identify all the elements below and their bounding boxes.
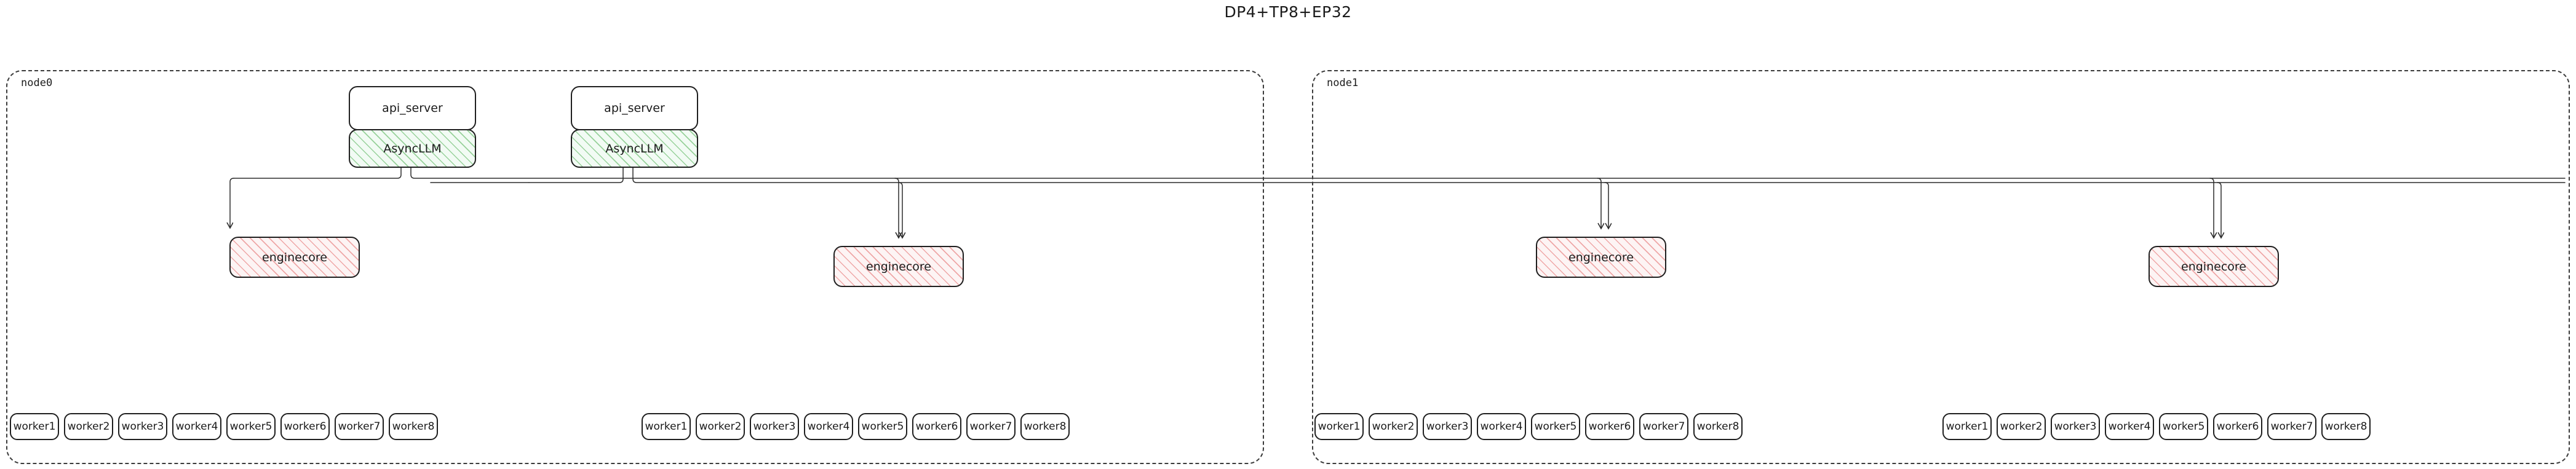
worker-box-n0-g1-7[interactable]: worker7	[966, 413, 1016, 440]
worker-box-n1-g1-5[interactable]: worker5	[2159, 413, 2208, 440]
worker-label: worker1	[1318, 420, 1361, 433]
worker-label: worker3	[753, 420, 796, 433]
worker-box-n1-g1-7[interactable]: worker7	[2267, 413, 2316, 440]
enginecore-box-0-0[interactable]: enginecore	[229, 237, 360, 278]
worker-label: worker4	[1480, 420, 1523, 433]
worker-box-n0-g1-5[interactable]: worker5	[858, 413, 907, 440]
worker-box-n1-g0-7[interactable]: worker7	[1639, 413, 1688, 440]
worker-box-n0-g1-6[interactable]: worker6	[912, 413, 961, 440]
worker-box-n0-g0-7[interactable]: worker7	[335, 413, 384, 440]
cluster-node0: node0	[6, 70, 1264, 464]
worker-box-n1-g0-8[interactable]: worker8	[1693, 413, 1743, 440]
worker-label: worker6	[284, 420, 327, 433]
api-server-box-0-1[interactable]: api_server	[571, 86, 698, 130]
api-server-label: api_server	[604, 101, 665, 115]
worker-box-n1-g1-1[interactable]: worker1	[1942, 413, 1992, 440]
worker-label: worker7	[1642, 420, 1685, 433]
worker-box-n1-g0-6[interactable]: worker6	[1585, 413, 1634, 440]
enginecore-label: enginecore	[2181, 259, 2246, 274]
worker-label: worker8	[1024, 420, 1067, 433]
diagram-title: DP4+TP8+EP32	[1224, 3, 1352, 21]
asyncllm-label: AsyncLLM	[605, 141, 664, 156]
worker-box-n1-g1-3[interactable]: worker3	[2051, 413, 2100, 440]
worker-label: worker2	[67, 420, 110, 433]
worker-box-n1-g0-1[interactable]: worker1	[1314, 413, 1364, 440]
worker-label: worker5	[2162, 420, 2205, 433]
enginecore-box-1-0[interactable]: enginecore	[1536, 237, 1666, 278]
worker-box-n1-g0-3[interactable]: worker3	[1423, 413, 1472, 440]
worker-label: worker8	[2324, 420, 2367, 433]
worker-label: worker5	[861, 420, 904, 433]
enginecore-label: enginecore	[262, 250, 327, 264]
worker-box-n0-g0-1[interactable]: worker1	[10, 413, 59, 440]
worker-box-n0-g1-2[interactable]: worker2	[696, 413, 745, 440]
cluster-label-node0: node0	[21, 77, 53, 89]
worker-box-n1-g0-5[interactable]: worker5	[1531, 413, 1580, 440]
worker-label: worker2	[2000, 420, 2043, 433]
worker-box-n1-g0-4[interactable]: worker4	[1477, 413, 1526, 440]
worker-box-n1-g1-6[interactable]: worker6	[2213, 413, 2262, 440]
worker-box-n0-g1-4[interactable]: worker4	[804, 413, 853, 440]
asyncllm-label: AsyncLLM	[383, 141, 442, 156]
worker-label: worker7	[338, 420, 381, 433]
enginecore-label: enginecore	[866, 259, 931, 274]
worker-box-n0-g0-5[interactable]: worker5	[226, 413, 276, 440]
api-server-box-0-0[interactable]: api_server	[349, 86, 476, 130]
worker-label: worker1	[1946, 420, 1989, 433]
worker-label: worker3	[121, 420, 164, 433]
worker-label: worker2	[1372, 420, 1415, 433]
worker-box-n1-g1-4[interactable]: worker4	[2105, 413, 2154, 440]
worker-box-n0-g1-3[interactable]: worker3	[750, 413, 799, 440]
worker-label: worker8	[392, 420, 435, 433]
worker-box-n0-g0-4[interactable]: worker4	[172, 413, 221, 440]
worker-label: worker5	[229, 420, 272, 433]
worker-label: worker3	[2054, 420, 2097, 433]
worker-label: worker8	[1696, 420, 1739, 433]
worker-label: worker1	[645, 420, 688, 433]
worker-box-n0-g0-8[interactable]: worker8	[389, 413, 438, 440]
worker-box-n1-g1-8[interactable]: worker8	[2321, 413, 2371, 440]
enginecore-box-0-1[interactable]: enginecore	[833, 246, 964, 287]
worker-label: worker6	[2216, 420, 2259, 433]
worker-label: worker2	[699, 420, 742, 433]
api-server-label: api_server	[382, 101, 443, 115]
worker-box-n1-g1-2[interactable]: worker2	[1997, 413, 2046, 440]
enginecore-label: enginecore	[1568, 250, 1634, 264]
worker-label: worker7	[969, 420, 1012, 433]
worker-box-n0-g1-8[interactable]: worker8	[1020, 413, 1070, 440]
worker-box-n0-g0-3[interactable]: worker3	[118, 413, 167, 440]
cluster-label-node1: node1	[1327, 77, 1359, 89]
cluster-node1: node1	[1312, 70, 2570, 464]
worker-box-n0-g0-6[interactable]: worker6	[280, 413, 330, 440]
worker-label: worker4	[2108, 420, 2151, 433]
worker-label: worker1	[13, 420, 56, 433]
worker-box-n0-g0-2[interactable]: worker2	[64, 413, 113, 440]
asyncllm-box-0-1[interactable]: AsyncLLM	[571, 129, 698, 168]
worker-label: worker4	[175, 420, 218, 433]
worker-label: worker4	[807, 420, 850, 433]
enginecore-box-1-1[interactable]: enginecore	[2149, 246, 2279, 287]
asyncllm-box-0-0[interactable]: AsyncLLM	[349, 129, 476, 168]
worker-label: worker3	[1426, 420, 1469, 433]
worker-label: worker5	[1534, 420, 1577, 433]
worker-box-n1-g0-2[interactable]: worker2	[1369, 413, 1418, 440]
worker-label: worker6	[915, 420, 958, 433]
worker-label: worker7	[2270, 420, 2313, 433]
worker-box-n0-g1-1[interactable]: worker1	[642, 413, 691, 440]
worker-label: worker6	[1588, 420, 1631, 433]
